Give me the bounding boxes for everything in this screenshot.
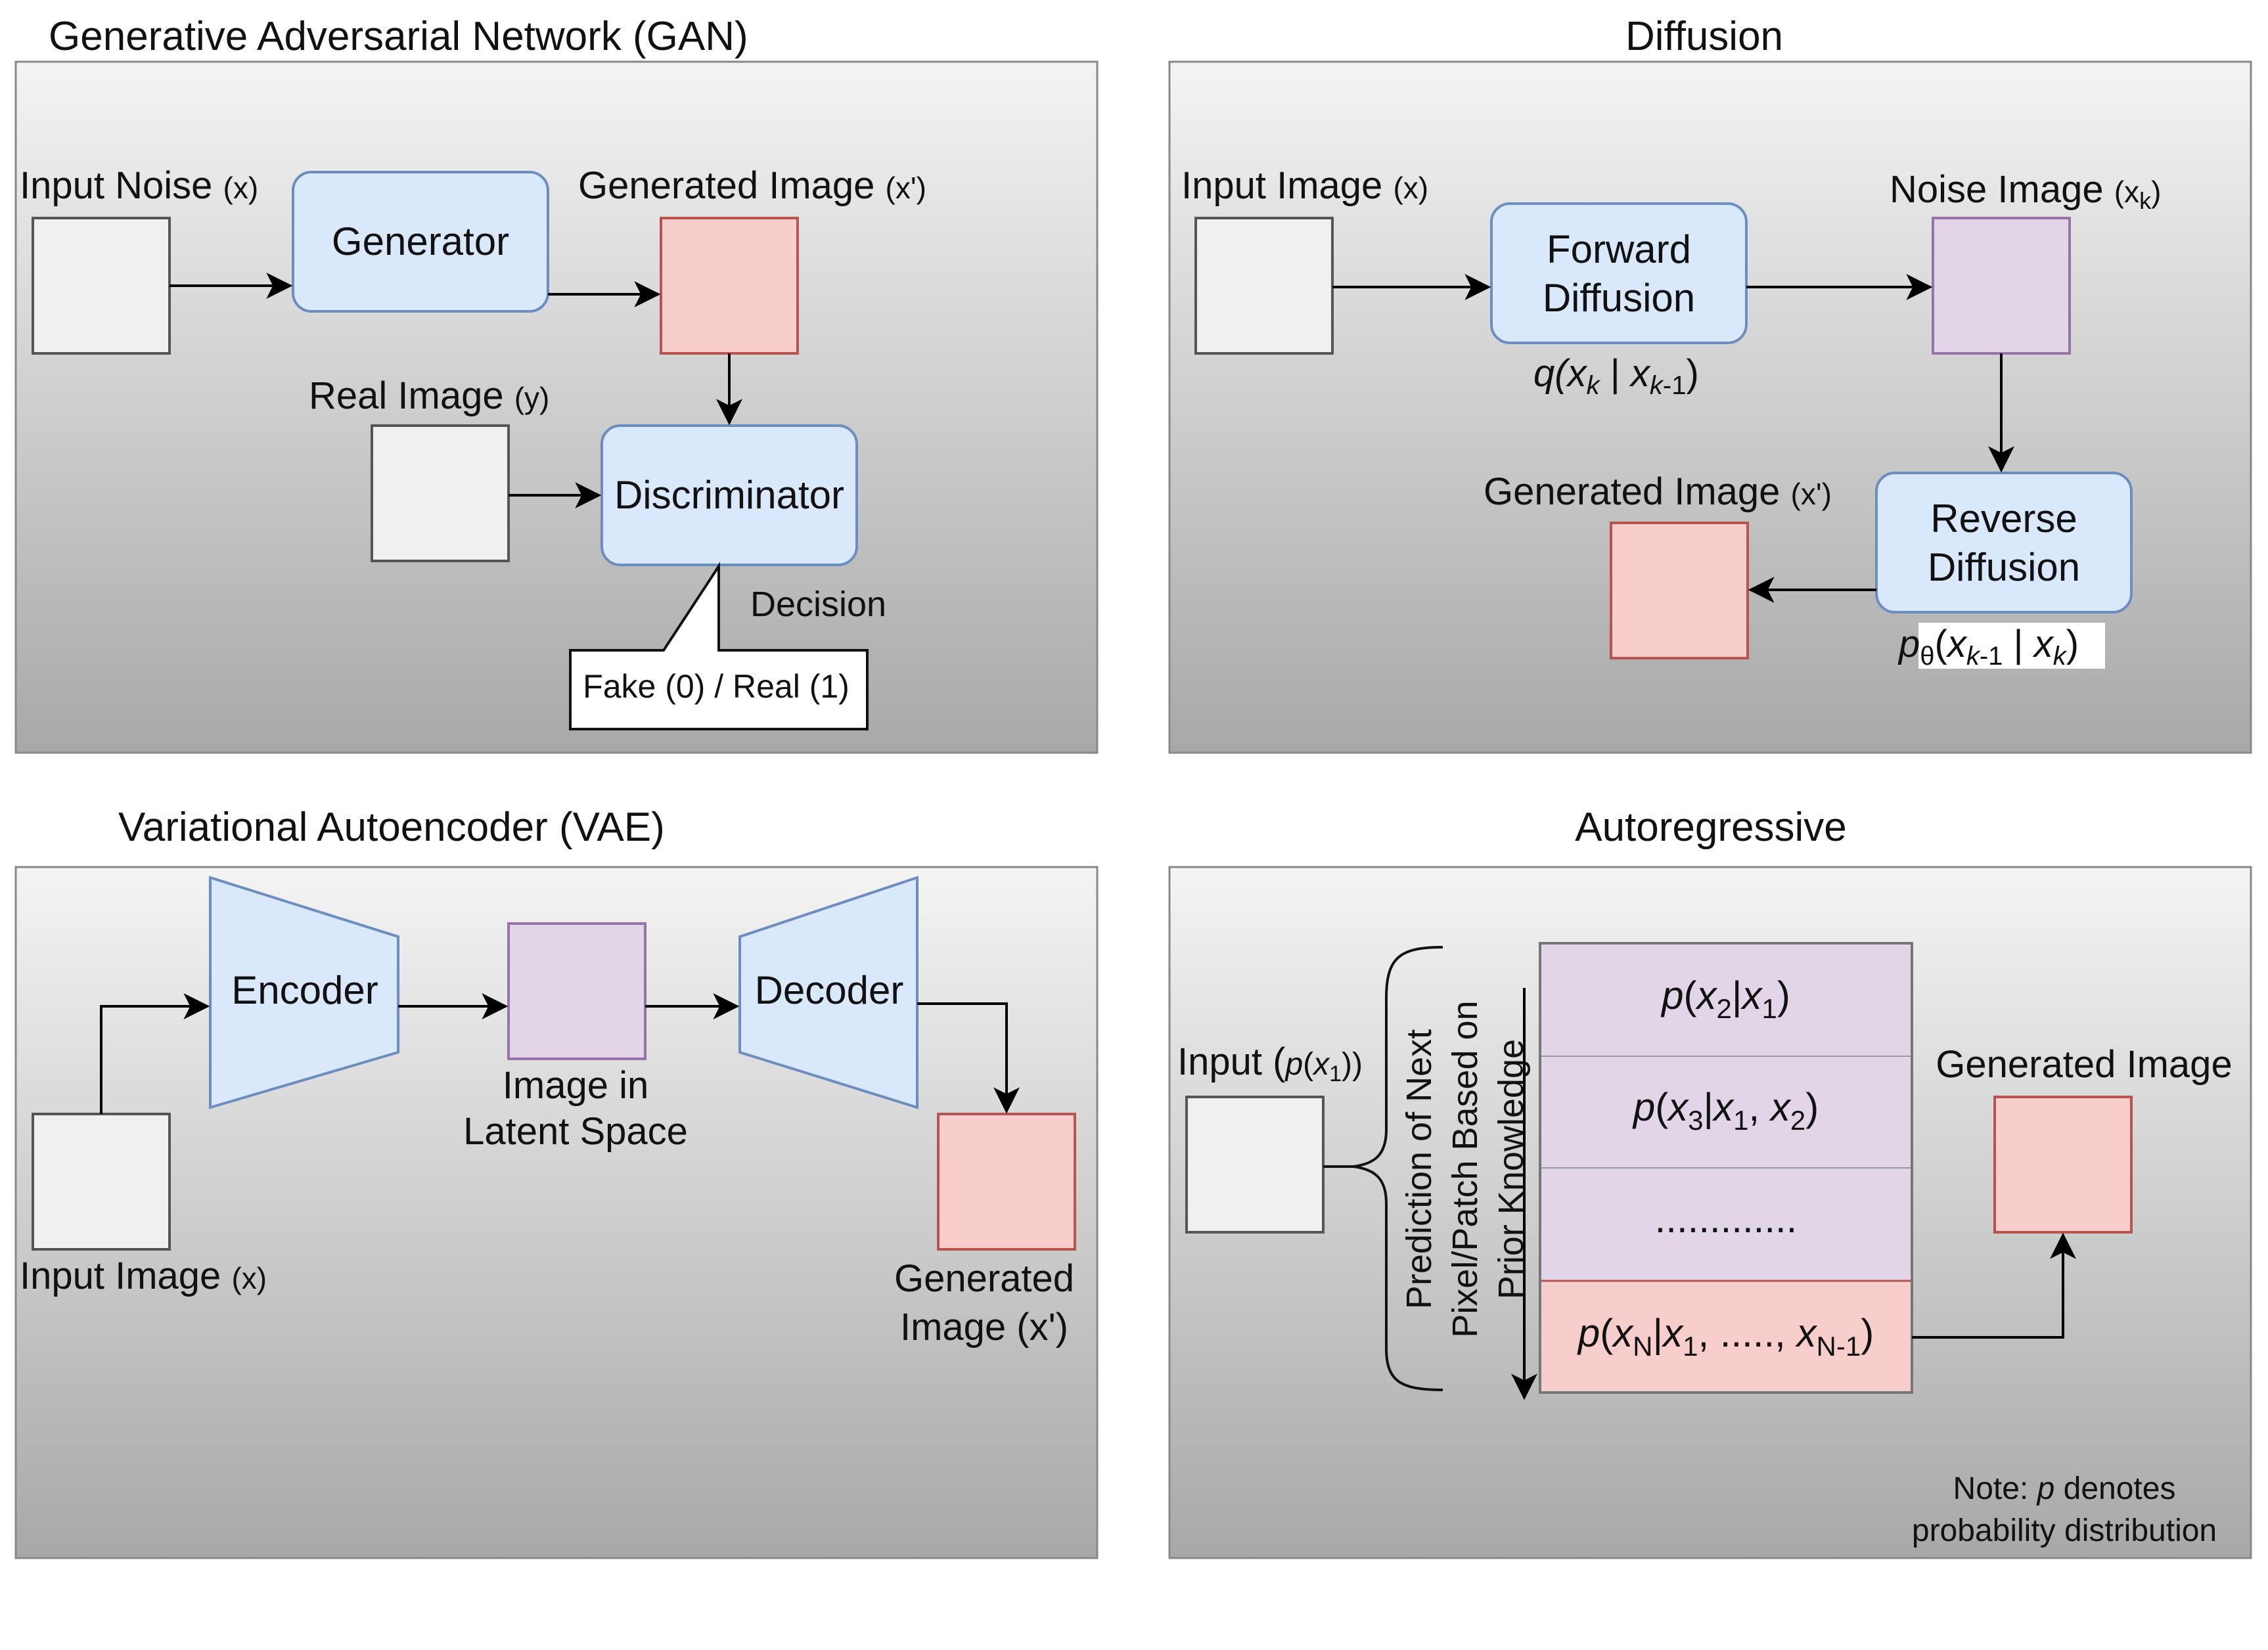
gan-panel: Generative Adversarial Network (GAN) Inp…: [14, 14, 1099, 754]
vae-latent-line2: Latent Space: [463, 1110, 688, 1153]
diffusion-generated-image-box: [1610, 522, 1749, 659]
diffusion-panel: Diffusion Input Image (x) Forward Diffus…: [1168, 14, 2252, 754]
autoregressive-note-line1: Note: p denotes: [1953, 1471, 2176, 1506]
autoregressive-generated-label: Generated Image: [1936, 1043, 2232, 1086]
vae-latent-line1: Image in: [503, 1064, 648, 1107]
autoregressive-arrow-to-generated: [1912, 1232, 2076, 1339]
diffusion-reverse-box: [1875, 472, 2133, 613]
diffusion-title: Diffusion: [1625, 14, 1783, 59]
autoregressive-input-box: [1185, 1096, 1325, 1234]
diffusion-reverse-line2: Diffusion: [1928, 545, 2080, 589]
gan-generator-label: Generator: [332, 219, 509, 263]
autoregressive-note-line2: probability distribution: [1912, 1513, 2217, 1548]
autoregressive-brace-line1: Prediction of Next: [1399, 1029, 1439, 1309]
gan-discriminator-box: [601, 424, 858, 566]
autoregressive-cell-1: [1539, 943, 1913, 1057]
vae-encoder-shape: [209, 876, 399, 1109]
gan-input-noise-box: [32, 217, 171, 355]
autoregressive-cell-2: [1539, 1056, 1913, 1169]
autoregressive-input-label: Input (p(x1)): [1177, 1040, 1363, 1086]
vae-title: Variational Autoencoder (VAE): [118, 805, 665, 850]
diffusion-forward-box: [1490, 202, 1748, 344]
gan-real-label: Real Image (y): [309, 374, 549, 417]
autoregressive-brace-text: Prediction of Next Pixel/Patch Based on …: [1399, 1000, 1531, 1337]
autoregressive-cell-3-dots: .............: [1655, 1197, 1798, 1241]
diffusion-noise-label: Noise Image (xk): [1890, 168, 2161, 214]
diffusion-input-image-box: [1194, 217, 1334, 355]
diffusion-reverse-equation: pθ(xk-1 | xk): [1897, 623, 2079, 671]
vae-generated-image-box: [937, 1113, 1076, 1251]
gan-title: Generative Adversarial Network (GAN): [49, 14, 748, 59]
autoregressive-stack-border: [1539, 942, 1913, 1394]
gan-decision-label: Decision: [750, 585, 886, 624]
autoregressive-title: Autoregressive: [1575, 805, 1847, 850]
diffusion-input-label: Input Image (x): [1181, 164, 1428, 207]
vae-latent-box: [507, 922, 646, 1060]
diffusion-reverse-line1: Reverse: [1930, 497, 2077, 541]
vae-decoder-shape: [738, 876, 919, 1109]
autoregressive-generated-image-box: [1993, 1096, 2133, 1234]
gan-panel-background: [14, 60, 1099, 754]
gan-input-label: Input Noise (x): [20, 164, 258, 207]
autoregressive-panel: Autoregressive Input (p(x1)) Prediction …: [1168, 805, 2252, 1559]
vae-encoder-label: Encoder: [231, 968, 378, 1012]
vae-panel: Variational Autoencoder (VAE) Encoder Im…: [14, 805, 1099, 1559]
vae-arrow-input-encoder: [100, 993, 210, 1114]
gan-generated-image-box: [660, 217, 799, 355]
autoregressive-cell-4-eq: p(xN|x1, ....., xN-1): [1577, 1311, 1874, 1362]
gan-generator-box: [292, 171, 549, 313]
gan-generated-label: Generated Image (x'): [578, 164, 926, 207]
diffusion-reverse-eq-bg: [1918, 623, 2105, 669]
autoregressive-brace-line2: Pixel/Patch Based on: [1445, 1000, 1485, 1337]
autoregressive-cell-2-eq: p(x3|x1, x2): [1632, 1085, 1819, 1136]
diffusion-generated-label: Generated Image (x'): [1484, 470, 1832, 513]
gan-discriminator-label: Discriminator: [614, 473, 844, 517]
gan-decision-callout: [569, 562, 869, 730]
gan-decision-output: Fake (0) / Real (1): [583, 668, 850, 705]
autoregressive-cell-1-eq: p(x2|x1): [1660, 973, 1790, 1024]
vae-decoder-label: Decoder: [755, 968, 904, 1012]
vae-input-label: Input Image (x): [20, 1255, 267, 1297]
vae-input-image-box: [32, 1113, 171, 1251]
vae-arrow-decoder-generated: [917, 1002, 1020, 1114]
diffusion-forward-equation: q(xk | xk-1): [1533, 352, 1699, 400]
diffusion-noise-image-box: [1932, 217, 2071, 355]
diffusion-forward-line1: Forward: [1547, 227, 1691, 271]
vae-generated-line2: Image (x'): [900, 1306, 1068, 1349]
gan-real-image-box: [371, 424, 510, 562]
diffusion-forward-line2: Diffusion: [1543, 276, 1695, 320]
vae-generated-line1: Generated: [894, 1257, 1074, 1300]
